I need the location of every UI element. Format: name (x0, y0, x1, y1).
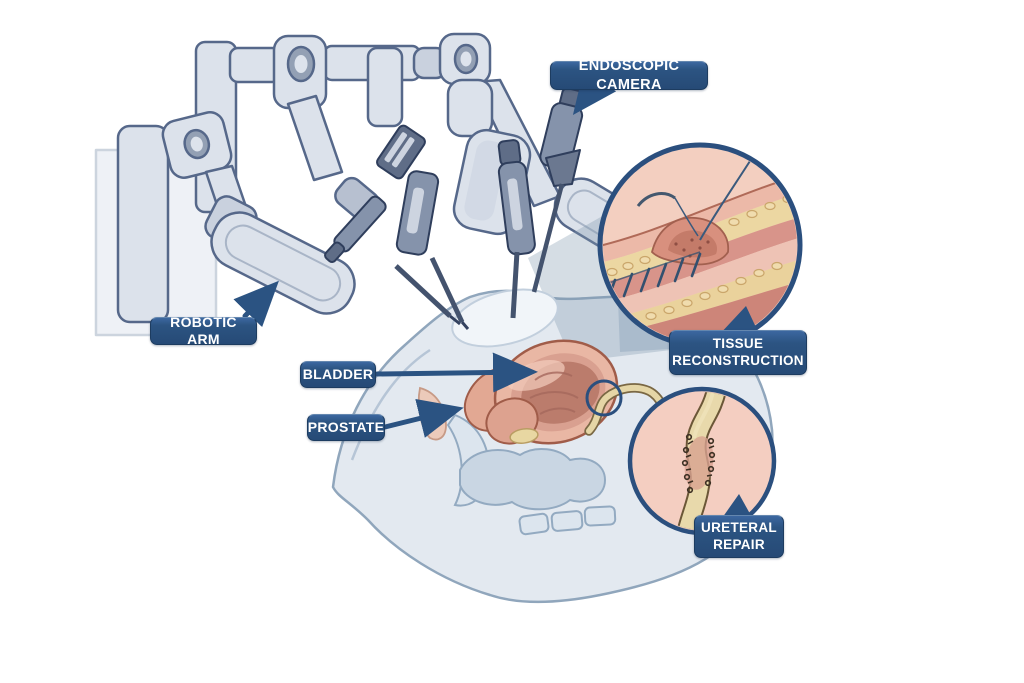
arrow-robotic-arm (233, 280, 279, 328)
arrow-endoscopic-camera (572, 67, 617, 115)
bladder-prostate-organs (463, 339, 667, 445)
inset-tissue-reconstruction (597, 142, 803, 348)
inset-ureteral-repair (627, 386, 777, 536)
label-ureteral-repair: URETERAL REPAIR (694, 515, 784, 558)
arrow-bladder (374, 352, 538, 393)
patient-body-cross-section (331, 289, 774, 604)
label-robotic-arm: ROBOTIC ARM (150, 314, 257, 347)
callout-arrows (233, 67, 760, 521)
label-prostate: PROSTATE (307, 414, 385, 441)
label-endoscopic-camera: ENDOSCOPIC CAMERA (550, 58, 708, 93)
robotic-surgical-system (94, 32, 679, 337)
arrow-prostate (382, 398, 464, 438)
tail-tissue-reconstruction (718, 306, 760, 336)
label-tissue-reconstruction: TISSUE RECONSTRUCTION (669, 330, 807, 375)
magnifier-source-circle (585, 379, 623, 417)
trocar-port-site (451, 288, 559, 348)
label-bladder: BLADDER (300, 361, 376, 388)
tail-ureteral-repair (720, 494, 754, 521)
